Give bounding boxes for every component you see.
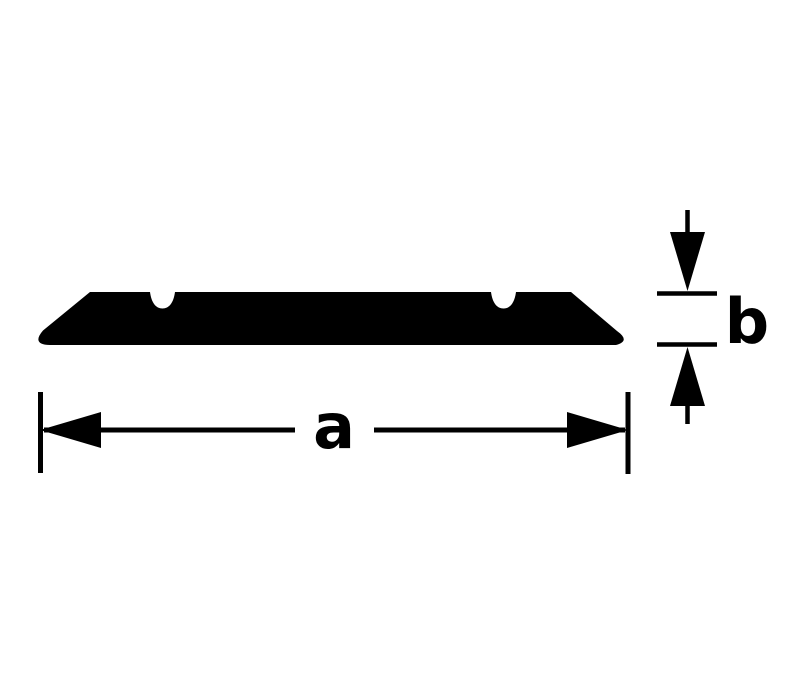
dimension-a-arrowhead-right: [567, 412, 628, 448]
dimension-b-label: b: [725, 285, 769, 358]
dimension-b: b: [657, 210, 769, 424]
dimension-a: a: [38, 390, 631, 474]
dimension-a-arrowhead-left: [40, 412, 101, 448]
dimension-b-arrowhead-up: [670, 347, 705, 406]
dimension-a-label: a: [313, 390, 355, 463]
dimension-b-arrowhead-down: [670, 232, 705, 291]
profile-cross-section-shape: [38, 292, 624, 345]
